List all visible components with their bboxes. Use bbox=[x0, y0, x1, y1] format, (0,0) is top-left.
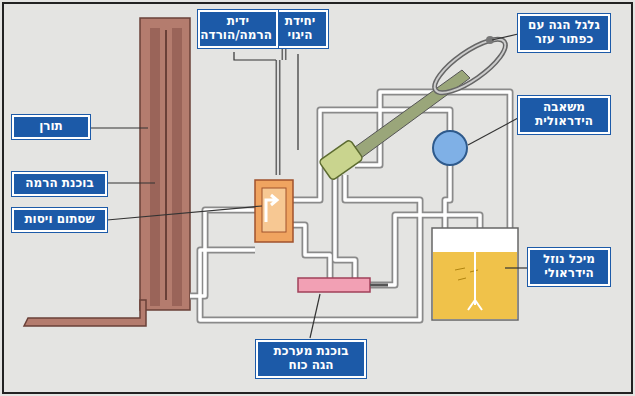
label-text: תורן bbox=[18, 120, 84, 134]
fluid-tank bbox=[432, 228, 518, 320]
label-text: ידית הרמה/הורדה bbox=[204, 15, 272, 43]
label-text: גלגל הגה עם כפתור עזר bbox=[524, 19, 604, 47]
label-box: גלגל הגה עם כפתור עזר bbox=[518, 14, 610, 52]
label-text: מיכל נוזל הידראולי bbox=[534, 253, 604, 281]
leader-lines bbox=[90, 34, 528, 338]
steering-cylinder bbox=[298, 278, 388, 292]
steering bbox=[319, 30, 513, 180]
label-text: יחידת היגוי bbox=[278, 15, 322, 43]
label-box: תורן bbox=[12, 115, 90, 139]
label-text: בוכנת מערכת הגה כוח bbox=[262, 345, 360, 373]
label-box: מיכל נוזל הידראולי bbox=[528, 248, 610, 286]
hydraulic-pump bbox=[433, 131, 467, 165]
label-box: ידית הרמה/הורדה bbox=[198, 10, 278, 48]
label-box: משאבה הידראולית bbox=[518, 96, 610, 134]
label-box: בוכנת מערכת הגה כוח bbox=[256, 340, 366, 378]
label-box: בוכנת הרמה bbox=[12, 172, 107, 196]
label-box: שסתום ויסות bbox=[12, 208, 107, 232]
lift-lever bbox=[278, 40, 296, 175]
control-valve bbox=[255, 180, 293, 242]
label-text: בוכנת הרמה bbox=[18, 177, 101, 191]
label-box: יחידת היגוי bbox=[272, 10, 328, 48]
label-text: משאבה הידראולית bbox=[524, 101, 604, 129]
label-text: שסתום ויסות bbox=[18, 213, 101, 227]
